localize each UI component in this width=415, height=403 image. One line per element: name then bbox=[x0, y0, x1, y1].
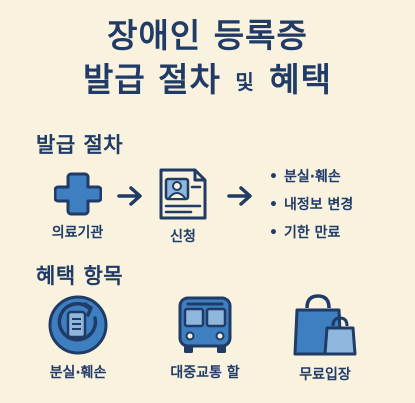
medical-cross-icon bbox=[53, 172, 102, 216]
benefit-free-admission: 무료입장 bbox=[283, 294, 367, 384]
title-line-2: 발급 절차 및 혜택 bbox=[0, 58, 415, 104]
title-line-1: 장애인 등록증 bbox=[107, 16, 308, 55]
step-medical-institution: 의료기관 bbox=[40, 170, 115, 242]
arrow-right-icon bbox=[227, 185, 253, 212]
benefit-card-renew: 분실·훼손 bbox=[36, 294, 120, 382]
bullet-dot: • bbox=[269, 197, 278, 213]
benefits-heading: 혜택 항목 bbox=[36, 264, 124, 288]
bullet-dot: • bbox=[269, 225, 278, 241]
step-application: 신청 bbox=[150, 166, 216, 246]
benefit-label-admission: 무료입장 bbox=[299, 367, 351, 383]
id-card-icon bbox=[159, 168, 207, 220]
reissue-reasons-list: •분실·훼손 •내정보 변경 •기한 만료 bbox=[269, 163, 353, 247]
arrow-right-icon bbox=[117, 185, 143, 212]
list-item: •기한 만료 bbox=[269, 219, 353, 247]
title-conjunction: 및 bbox=[235, 70, 255, 94]
shopping-bag-icon bbox=[293, 294, 357, 356]
bullet-dot: • bbox=[269, 169, 278, 185]
step-label-medical: 의료기관 bbox=[51, 225, 104, 241]
benefit-public-transport: 대중교통 할 bbox=[155, 294, 255, 382]
title-part-issuance: 발급 절차 bbox=[82, 60, 221, 99]
list-item: •분실·훼손 bbox=[269, 163, 353, 191]
card-renew-icon bbox=[48, 295, 108, 355]
benefit-label-transport: 대중교통 할 bbox=[170, 365, 240, 381]
page-title: 장애인 등록증 발급 절차 및 혜택 bbox=[0, 14, 415, 104]
title-part-benefits: 혜택 bbox=[269, 60, 333, 99]
process-heading: 발급 절차 bbox=[36, 133, 124, 157]
list-item: •내정보 변경 bbox=[269, 191, 353, 219]
step-label-application: 신청 bbox=[170, 229, 196, 245]
bus-icon bbox=[178, 296, 232, 353]
benefit-label-renew: 분실·훼손 bbox=[49, 365, 107, 381]
